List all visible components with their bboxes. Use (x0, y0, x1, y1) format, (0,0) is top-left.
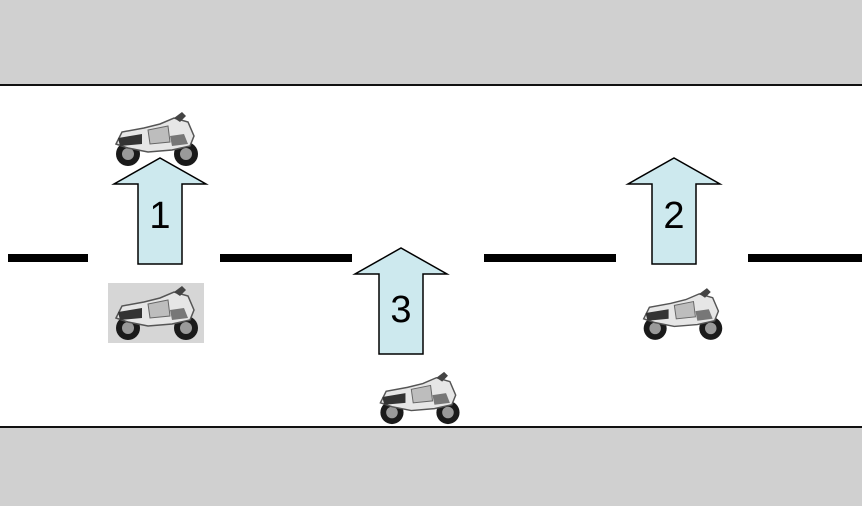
lane-divider-dash (484, 254, 616, 262)
bottom-sidewalk (0, 426, 862, 506)
motorcycle-icon (636, 286, 728, 342)
top-sidewalk (0, 0, 862, 86)
motorcycle-icon (108, 283, 204, 343)
arrow-number-label: 3 (390, 289, 412, 331)
arrow-number-label: 1 (149, 195, 171, 237)
arrow-up-icon: 3 (352, 246, 450, 356)
lane-divider-dash (220, 254, 352, 262)
lane-divider-dash (8, 254, 88, 262)
lane-divider-dash (748, 254, 862, 262)
arrow-number-label: 2 (663, 195, 685, 237)
arrow-up-icon: 2 (625, 156, 723, 266)
motorcycle-icon (372, 370, 466, 426)
arrow-up-icon: 1 (111, 156, 209, 266)
motorcycle-icon (108, 110, 204, 168)
